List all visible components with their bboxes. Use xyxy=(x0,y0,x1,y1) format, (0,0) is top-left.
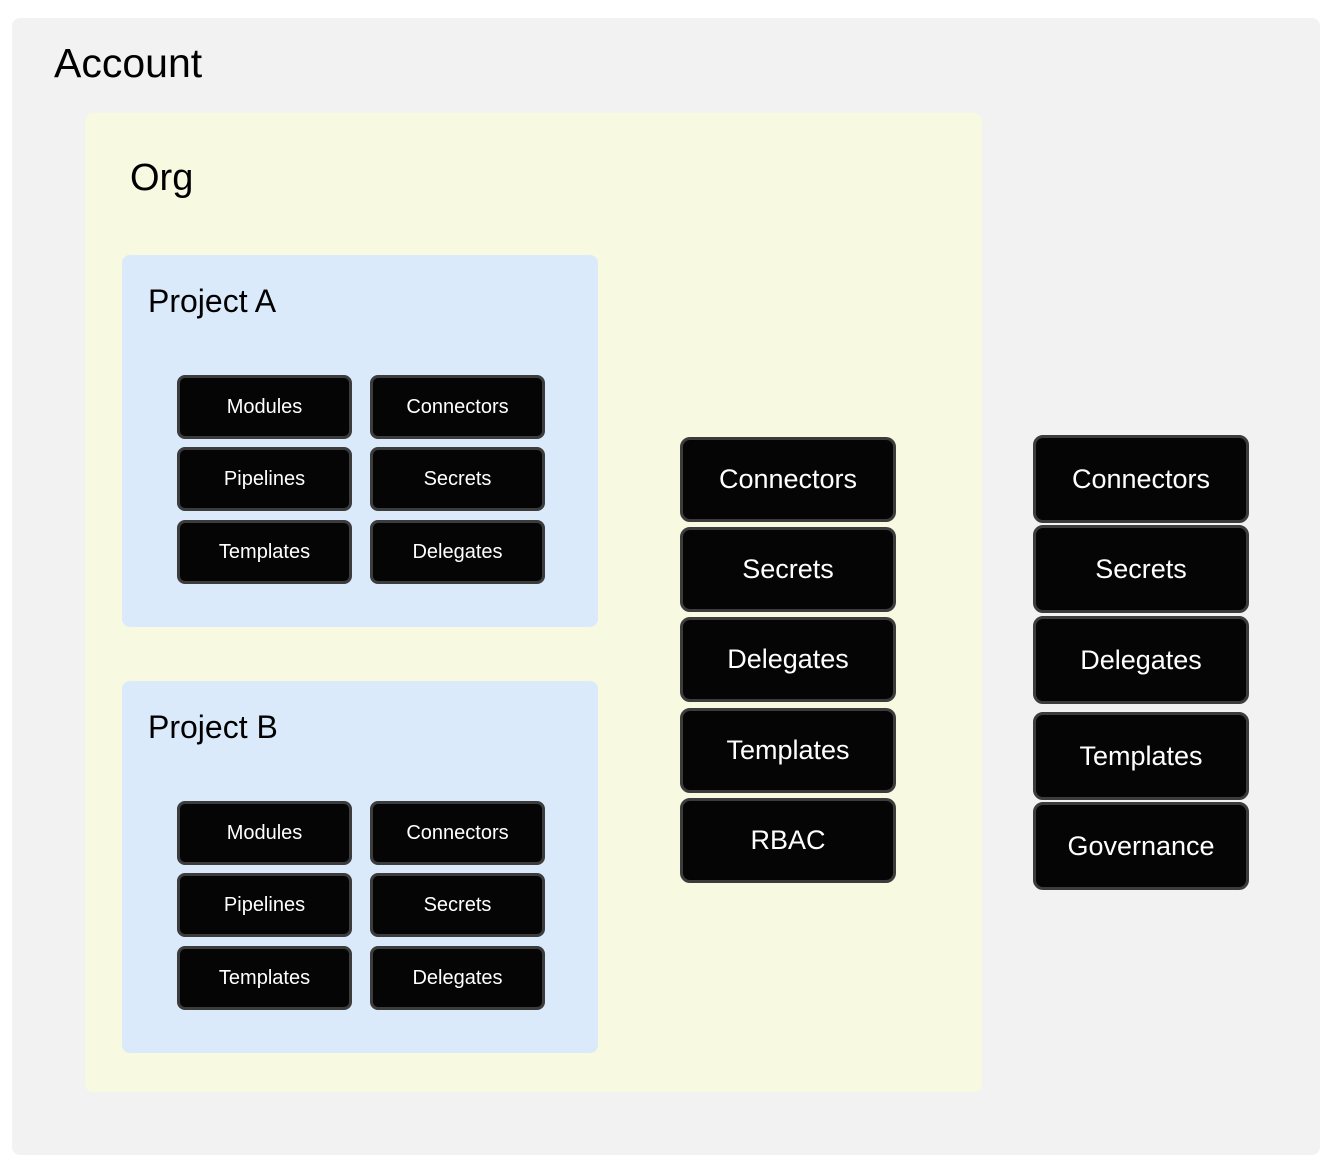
org-resource-rbac[interactable]: RBAC xyxy=(680,798,896,883)
account-resource-delegates[interactable]: Delegates xyxy=(1033,616,1249,704)
project-a-title: Project A xyxy=(148,283,277,319)
project-a-resource-modules[interactable]: Modules xyxy=(177,375,352,439)
project-b-resource-connectors[interactable]: Connectors xyxy=(370,801,545,865)
project-a-resource-delegates[interactable]: Delegates xyxy=(370,520,545,584)
project-b-resource-secrets[interactable]: Secrets xyxy=(370,873,545,937)
org-resource-connectors[interactable]: Connectors xyxy=(680,437,896,522)
account-resource-templates[interactable]: Templates xyxy=(1033,712,1249,800)
account-resource-secrets[interactable]: Secrets xyxy=(1033,525,1249,613)
project-b-resource-templates[interactable]: Templates xyxy=(177,946,352,1010)
project-b-resource-modules[interactable]: Modules xyxy=(177,801,352,865)
account-resource-governance[interactable]: Governance xyxy=(1033,802,1249,890)
account-resource-connectors[interactable]: Connectors xyxy=(1033,435,1249,523)
project-a-resource-templates[interactable]: Templates xyxy=(177,520,352,584)
project-a-resource-connectors[interactable]: Connectors xyxy=(370,375,545,439)
org-resource-delegates[interactable]: Delegates xyxy=(680,617,896,702)
org-resource-templates[interactable]: Templates xyxy=(680,708,896,793)
project-a-resource-pipelines[interactable]: Pipelines xyxy=(177,447,352,511)
project-a-resource-secrets[interactable]: Secrets xyxy=(370,447,545,511)
account-scope-title: Account xyxy=(54,40,203,86)
org-scope-title: Org xyxy=(130,157,194,199)
org-resource-secrets[interactable]: Secrets xyxy=(680,527,896,612)
project-b-title: Project B xyxy=(148,709,278,745)
project-b-resource-delegates[interactable]: Delegates xyxy=(370,946,545,1010)
project-a-card: Project A Modules Pipelines Templates Co… xyxy=(122,255,598,627)
project-b-resource-pipelines[interactable]: Pipelines xyxy=(177,873,352,937)
project-b-card: Project B Modules Pipelines Templates Co… xyxy=(122,681,598,1053)
